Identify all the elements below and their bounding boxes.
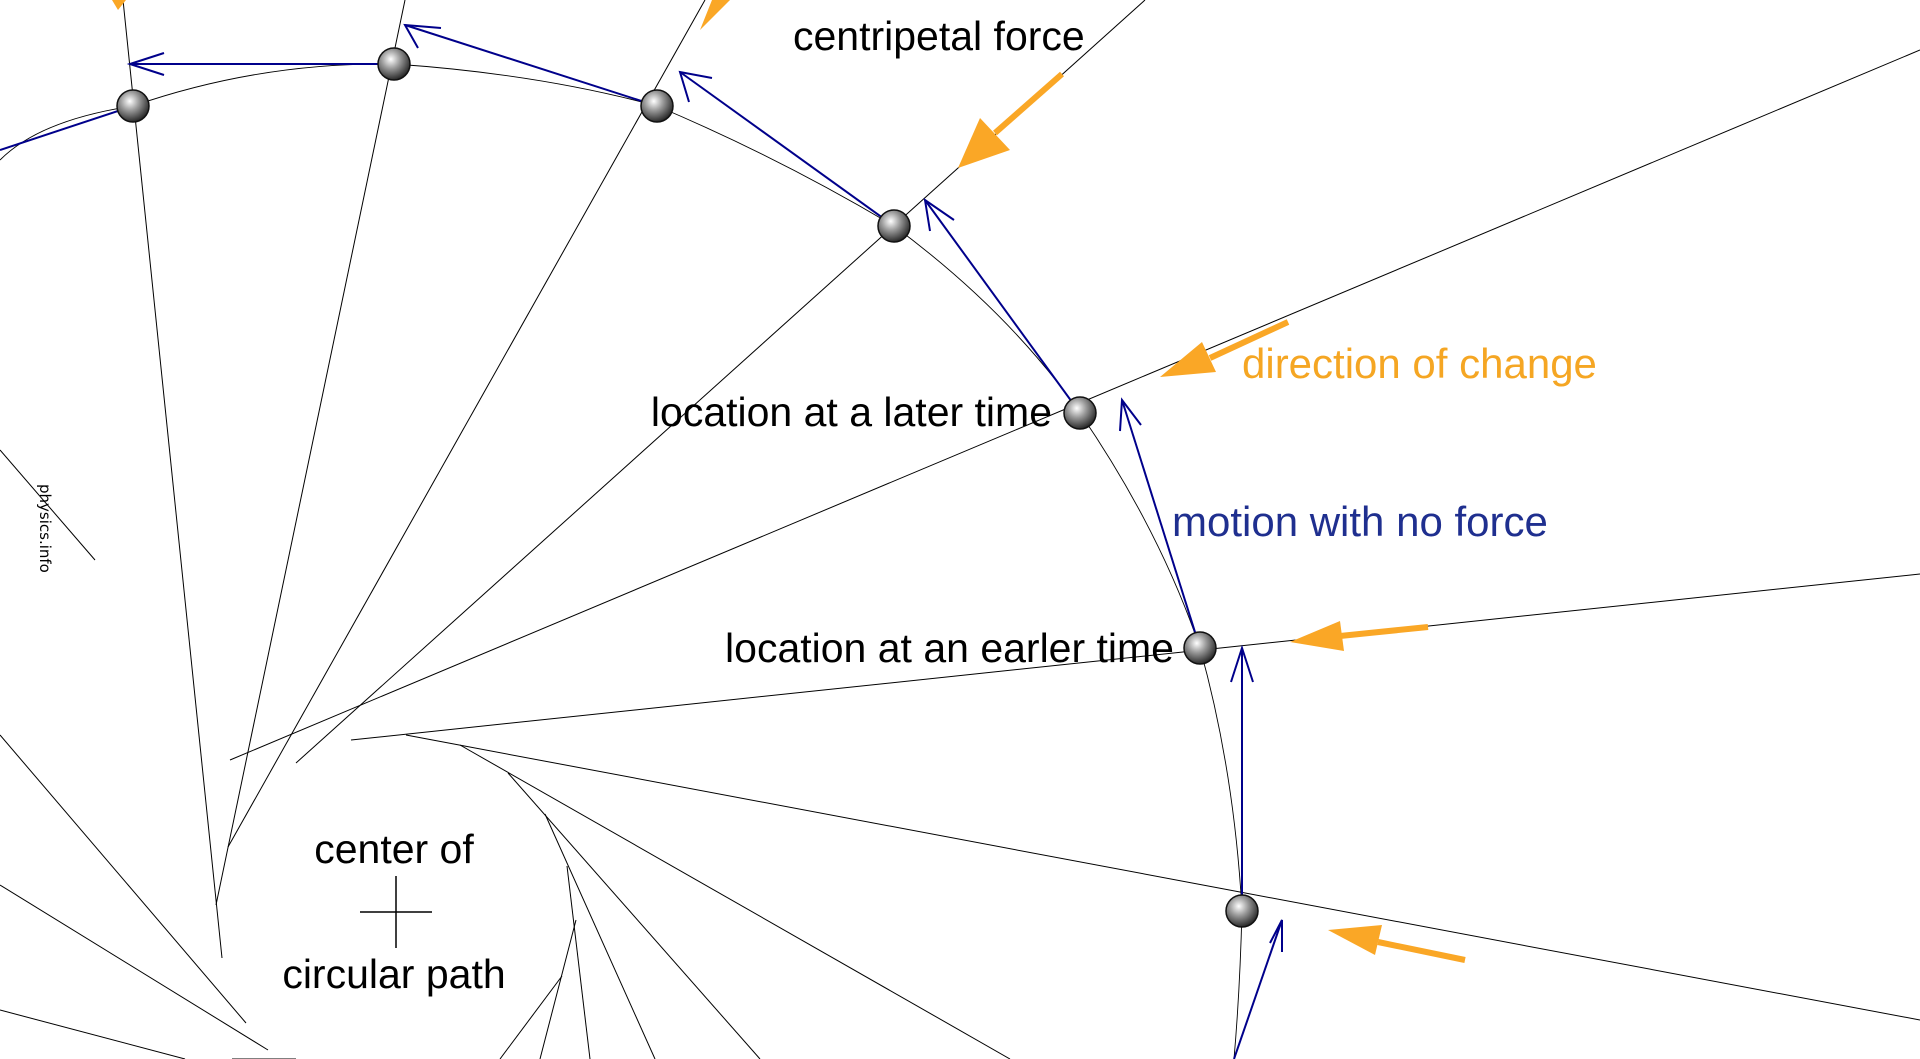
tangent-arrow-head bbox=[1119, 397, 1142, 432]
radial-line bbox=[0, 734, 247, 1024]
tangent-arrow bbox=[1233, 919, 1283, 1059]
location-later-label: location at a later time bbox=[651, 389, 1052, 435]
tangent-arrow-head bbox=[1230, 644, 1254, 683]
radial-line bbox=[507, 772, 761, 1059]
watermark: physics.info bbox=[36, 484, 54, 573]
radial-line bbox=[227, 0, 706, 848]
force-arrowhead bbox=[1160, 342, 1216, 377]
tangent-arrow bbox=[924, 199, 1081, 414]
force-arrowhead bbox=[700, 0, 730, 30]
radial-line bbox=[0, 884, 269, 1051]
force-arrow bbox=[1339, 624, 1429, 639]
ball bbox=[640, 89, 674, 123]
tangent-arrow-head bbox=[126, 52, 165, 76]
force-arrowhead bbox=[958, 118, 1010, 168]
ball bbox=[116, 89, 150, 123]
center-marker bbox=[360, 876, 432, 948]
ball bbox=[1225, 894, 1259, 928]
radial-line bbox=[0, 1009, 186, 1059]
center-of-label: center of bbox=[314, 826, 474, 872]
centripetal-force-label: centripetal force bbox=[793, 13, 1085, 59]
radial-line bbox=[539, 919, 577, 1059]
circular-path-label: circular path bbox=[282, 951, 505, 997]
direction-of-change-label: direction of change bbox=[1242, 340, 1597, 387]
radial-line bbox=[459, 744, 1011, 1059]
force-arrow bbox=[1377, 939, 1466, 963]
force-arrow bbox=[1208, 319, 1290, 361]
radial-line bbox=[350, 573, 1920, 741]
force-arrowhead bbox=[1328, 925, 1382, 955]
radial-line bbox=[215, 0, 406, 906]
radial-line bbox=[0, 449, 96, 561]
ball bbox=[877, 209, 911, 243]
tangent-arrow-head bbox=[1269, 919, 1283, 952]
radial-line bbox=[122, 0, 223, 959]
force-arrow bbox=[993, 71, 1064, 136]
tangent-arrow-head bbox=[403, 23, 442, 49]
force-arrowhead bbox=[112, 0, 126, 10]
circular-path bbox=[0, 63, 1243, 1059]
tangent-arrows bbox=[0, 23, 1283, 1059]
radial-line bbox=[499, 975, 563, 1059]
radial-line bbox=[544, 813, 656, 1059]
ball-later bbox=[1063, 396, 1097, 430]
tangent-arrow-head bbox=[923, 197, 955, 232]
tangent-arrow bbox=[0, 105, 134, 151]
ball-earlier bbox=[1183, 631, 1217, 665]
tangent-arrow bbox=[679, 71, 895, 227]
tangent-arrow bbox=[1121, 399, 1201, 649]
force-arrowhead bbox=[1290, 621, 1344, 651]
balls bbox=[116, 47, 1259, 928]
motion-no-force-label: motion with no force bbox=[1172, 498, 1548, 545]
radial-line bbox=[405, 734, 1920, 1021]
tangent-arrow bbox=[404, 24, 658, 107]
force-arrows bbox=[112, 0, 1466, 963]
tangent-arrow-head bbox=[678, 70, 713, 103]
ball bbox=[377, 47, 411, 81]
radial-line bbox=[566, 865, 591, 1059]
location-earlier-label: location at an earler time bbox=[725, 625, 1174, 671]
